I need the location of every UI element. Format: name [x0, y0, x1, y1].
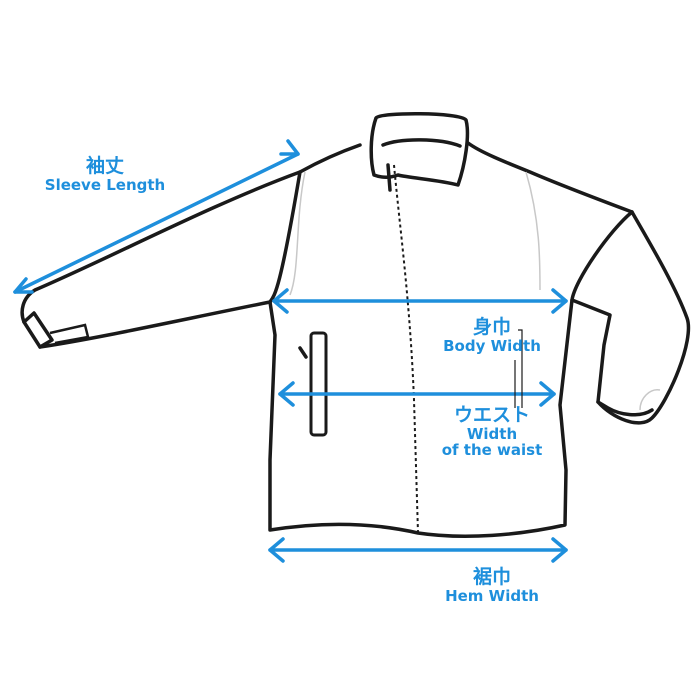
- hem-width-head-left: [268, 537, 285, 563]
- sleeve-length-head-right: [279, 139, 300, 156]
- body-width-leader: [518, 329, 523, 408]
- sleeve-length-head-left: [13, 277, 34, 294]
- pocket: [309, 331, 328, 437]
- body-width-label: 身巾 Body Width: [443, 317, 541, 354]
- sleeve-length-line: [13, 152, 300, 294]
- body-width-arrow: [272, 288, 568, 314]
- waist-width-en-2: of the waist: [441, 441, 543, 460]
- body-width-head-right: [551, 288, 568, 314]
- measurement-arrows: [13, 139, 568, 563]
- sleeve-length-en: Sleeve Length: [44, 175, 166, 194]
- jacket-outline: [20, 112, 691, 539]
- waist-width-en-1: Width: [466, 424, 518, 443]
- left-armhole: [268, 170, 302, 304]
- right-cuff-flap: [639, 389, 661, 411]
- left-shoulder-seam: [289, 171, 306, 296]
- hem-width-head-right: [551, 537, 568, 563]
- zipper-pull: [386, 163, 392, 192]
- sleeve-length-jp: 袖丈: [85, 155, 124, 177]
- body-width-head-left: [272, 288, 289, 314]
- left-cuff: [22, 311, 54, 349]
- sleeve-length-arrow: [13, 139, 300, 294]
- body-width-jp: 身巾: [472, 316, 511, 338]
- waist-width-head-left: [278, 381, 295, 407]
- label-leaders: [514, 329, 523, 408]
- waist-width-label: ウエスト Width of the waist: [442, 405, 543, 459]
- hem-width-label: 裾巾 Hem Width: [445, 567, 539, 604]
- right-shoulder-seam: [525, 171, 541, 291]
- pocket-pull: [298, 346, 308, 359]
- sleeve-length-label: 袖丈 Sleeve Length: [45, 156, 165, 193]
- waist-width-head-right: [539, 381, 556, 407]
- jacket-body: [20, 141, 691, 539]
- left-cuff-flap: [49, 323, 90, 345]
- collar-inner: [381, 138, 462, 148]
- hem-width-arrow: [268, 537, 568, 563]
- jacket-collar: [369, 112, 470, 187]
- right-armhole: [570, 210, 634, 302]
- body-width-en: Body Width: [443, 336, 541, 355]
- waist-width-arrow: [278, 381, 556, 407]
- hem-width-jp: 裾巾: [472, 566, 512, 588]
- zipper-line: [393, 164, 419, 534]
- hem-width-en: Hem Width: [445, 586, 539, 605]
- seam-lines: [49, 171, 661, 411]
- waist-width-jp: ウエスト: [453, 404, 530, 426]
- right-cuff: [596, 400, 654, 417]
